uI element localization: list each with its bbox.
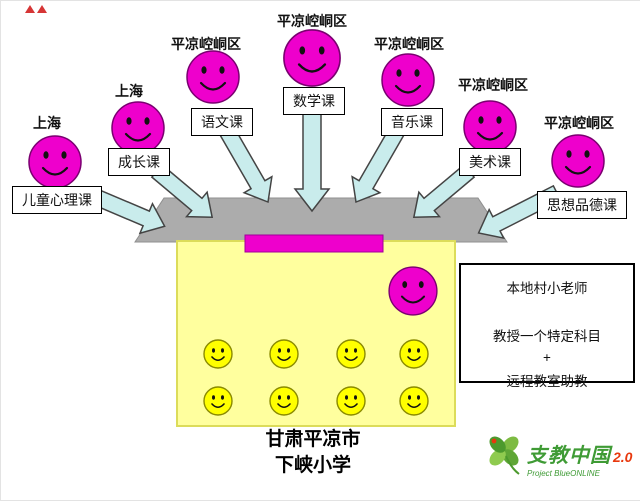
location-label: 平凉崆峒区 — [374, 36, 444, 52]
local-teacher-note-box: 本地村小老师 教授一个特定科目 + 远程教室助教 — [459, 263, 635, 389]
subject-label: 成长课 — [108, 148, 170, 176]
student-face — [203, 386, 233, 416]
teacher-face — [550, 133, 606, 189]
block-arrow-icon — [412, 163, 476, 219]
teacher-face — [27, 134, 83, 190]
location-label: 平凉崆峒区 — [458, 77, 528, 93]
classroom-screen-bar — [244, 234, 384, 253]
student-face — [269, 386, 299, 416]
teacher-face — [380, 52, 436, 108]
location-label: 平凉崆峒区 — [544, 115, 614, 131]
logo-text: 支教中国 2.0 Project BlueONLINE — [527, 439, 632, 478]
teacher-face — [282, 28, 342, 88]
subject-label: 思想品德课 — [537, 191, 627, 219]
subject-label: 音乐课 — [381, 108, 443, 136]
block-arrow-icon — [293, 98, 331, 213]
block-arrow-icon — [219, 125, 273, 204]
note-line: 教授一个特定科目 — [493, 329, 601, 344]
block-arrow-icon — [351, 125, 405, 204]
location-label: 上海 — [33, 115, 61, 131]
local-teacher-face — [388, 266, 438, 316]
note-line: 本地村小老师 — [506, 281, 588, 296]
subject-label: 语文课 — [191, 108, 253, 136]
note-line: 远程教室助教 — [506, 374, 588, 389]
note-line: + — [543, 350, 551, 365]
location-label: 上海 — [115, 83, 143, 99]
student-face — [203, 339, 233, 369]
project-logo: 支教中国 2.0 Project BlueONLINE — [485, 431, 632, 479]
teacher-face — [110, 100, 166, 156]
corner-watermark-icon — [25, 5, 47, 13]
student-face — [269, 339, 299, 369]
school-name-line1: 甘肃平凉市 — [265, 429, 361, 450]
location-label: 平凉崆峒区 — [171, 36, 241, 52]
clover-icon — [489, 436, 520, 475]
subject-label: 美术课 — [459, 148, 521, 176]
student-face — [399, 386, 429, 416]
block-arrow-icon — [150, 163, 214, 219]
student-face — [336, 386, 366, 416]
subject-label: 儿童心理课 — [12, 186, 102, 214]
student-face — [336, 339, 366, 369]
location-label: 平凉崆峒区 — [277, 13, 347, 29]
teacher-face — [462, 99, 518, 155]
subject-label: 数学课 — [283, 87, 345, 115]
student-face — [399, 339, 429, 369]
teacher-face — [185, 49, 241, 105]
logo-version: 2.0 — [613, 449, 633, 465]
logo-title: 支教中国 — [527, 445, 611, 467]
school-name-line2: 下峡小学 — [274, 454, 352, 476]
school-name: 甘肃平凉市 下峡小学 — [265, 427, 360, 478]
logo-subtitle: Project BlueONLINE — [527, 469, 600, 478]
